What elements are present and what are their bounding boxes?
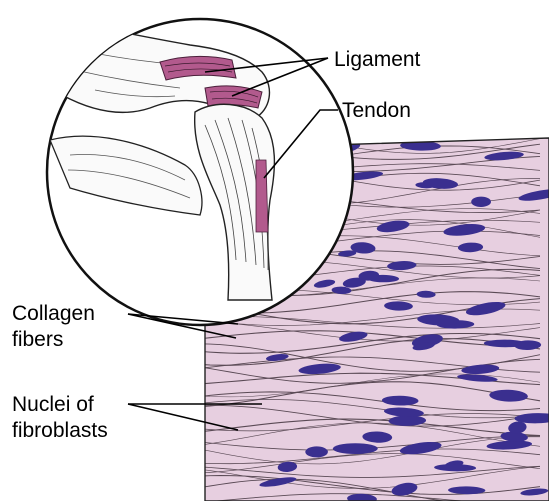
joint-inset [47,19,353,325]
fibroblast-nucleus [333,443,378,454]
ligament-label: Ligament [334,48,421,71]
nuclei-label-line2: fibroblasts [12,419,108,442]
collagen-label-line1: Collagen [12,302,95,325]
nuclei-label-line1: Nuclei of [12,393,94,416]
collagen-label-line2: fibers [12,328,63,351]
tendon-label: Tendon [342,99,411,122]
fibroblast-nucleus [305,446,328,457]
tendon-band [256,160,268,232]
